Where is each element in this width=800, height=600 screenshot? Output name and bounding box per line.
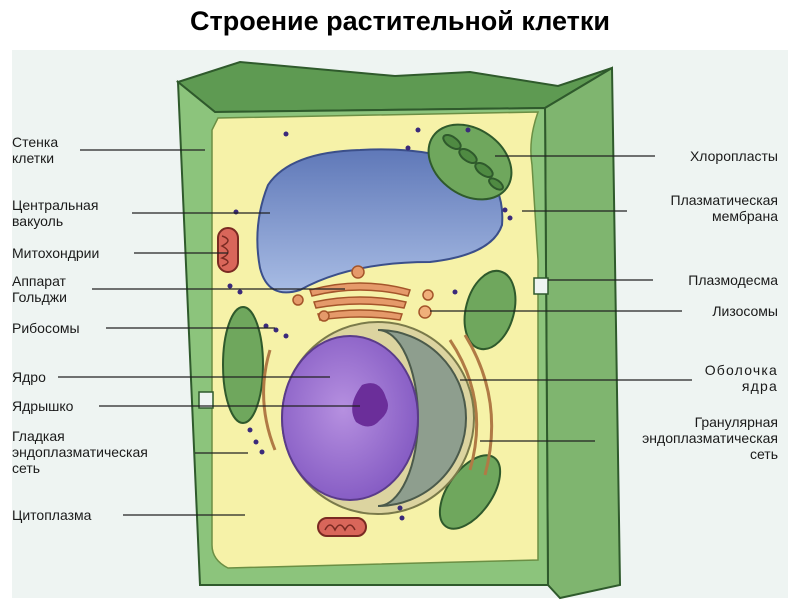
label-chloroplasts: Хлоропласты	[689, 148, 778, 164]
label-cell-wall-line1: Стенка	[12, 134, 59, 150]
golgi-apparatus	[292, 265, 411, 322]
label-nucleolus: Ядрышко	[12, 398, 74, 414]
nucleolus	[352, 383, 388, 427]
label-golgi: Аппарат Гольджи	[12, 273, 67, 305]
label-nucleus: Ядро	[12, 369, 46, 385]
page-title: Строение растительной клетки	[189, 6, 611, 36]
label-cell-wall: Стенка клетки	[12, 134, 58, 166]
label-nuclear-envelope: Оболочка ядра	[705, 362, 778, 394]
label-ribosomes: Рибосомы	[12, 320, 80, 336]
chloroplast-grana	[442, 133, 504, 191]
label-cytoplasm: Цитоплазма	[12, 507, 92, 523]
chloroplast-left	[222, 306, 264, 424]
label-central-vacuole: Центральная вакуоль	[12, 197, 98, 229]
ribosome-dots	[227, 127, 513, 521]
plasmodesma-marker-left	[198, 391, 214, 409]
central-vacuole	[256, 148, 504, 294]
label-central-vacuole-line2: вакуоль	[12, 213, 64, 229]
label-lysosomes: Лизосомы	[712, 303, 778, 319]
label-plasmodesma: Плазмодесма	[688, 272, 778, 288]
label-golgi-line2: Гольджи	[12, 289, 67, 305]
label-smooth-er-line3: сеть	[12, 460, 41, 476]
label-nuclear-envelope-line2: ядра	[741, 378, 778, 394]
label-cell-wall-line2: клетки	[12, 150, 55, 166]
lysosomes	[418, 289, 434, 319]
label-mitochondria: Митохондрии	[12, 245, 100, 261]
label-rough-er-line1: Гранулярная	[694, 414, 778, 430]
label-golgi-line1: Аппарат	[12, 273, 66, 289]
mitochondrion-bottom	[317, 517, 367, 537]
label-nuclear-envelope-line1: Оболочка	[704, 362, 778, 378]
leader-lines	[58, 149, 692, 516]
chloroplast-right-mid	[463, 269, 517, 351]
label-central-vacuole-line1: Центральная	[12, 197, 99, 213]
nucleus-inner	[281, 335, 419, 501]
label-smooth-er: Гладкая эндоплазматическая сеть	[12, 428, 148, 476]
label-plasma-membrane-line2: мембрана	[712, 208, 778, 224]
label-rough-er-line3: сеть	[749, 446, 778, 462]
cell-wall-right	[543, 66, 622, 600]
nuclear-envelope	[377, 329, 467, 507]
label-smooth-er-line1: Гладкая	[12, 428, 65, 444]
label-plasma-membrane-line1: Плазматическая	[670, 192, 779, 208]
label-rough-er: Гранулярная эндоплазматическая сеть	[642, 414, 778, 462]
label-smooth-er-line2: эндоплазматическая	[12, 444, 148, 460]
label-plasma-membrane: Плазматическая мембрана	[671, 192, 779, 224]
plasmodesma-marker-right	[533, 277, 549, 295]
label-rough-er-line2: эндоплазматическая	[642, 430, 778, 446]
